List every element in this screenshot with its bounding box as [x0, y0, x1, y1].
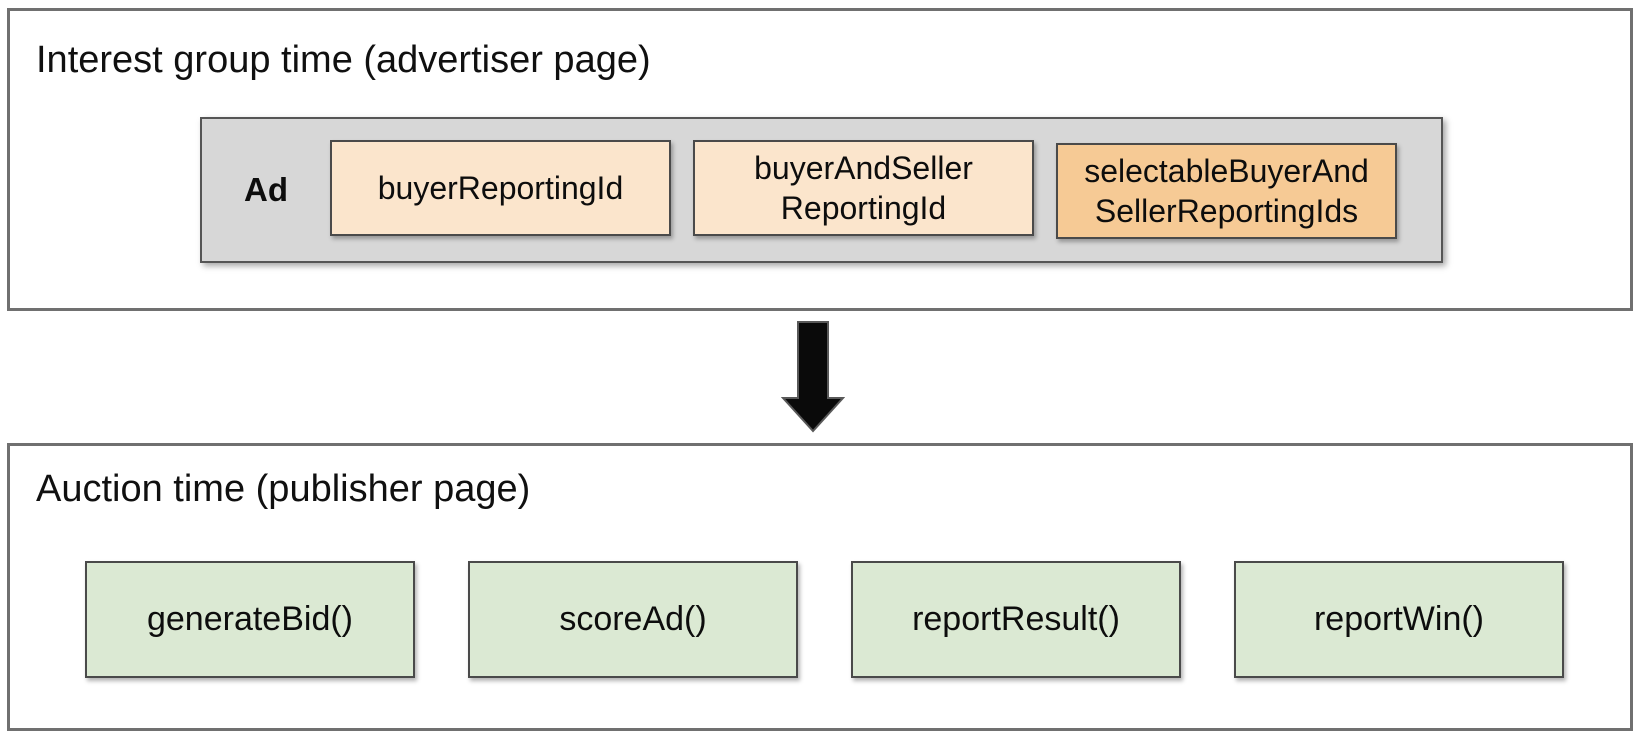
- function-box-label: scoreAd(): [559, 600, 707, 638]
- function-box-generate-bid: generateBid(): [85, 561, 415, 678]
- function-box-label: reportWin(): [1313, 600, 1485, 638]
- function-box-score-ad: scoreAd(): [468, 561, 798, 678]
- id-box-selectable-buyer-and-seller-reporting-ids: selectableBuyerAnd SellerReportingIds: [1056, 143, 1397, 239]
- auction-title: Auction time (publisher page): [36, 468, 531, 510]
- id-box-buyer-reporting-id: buyerReportingId: [330, 140, 671, 236]
- ad-label: Ad: [244, 171, 288, 208]
- down-arrow-icon: [781, 321, 845, 433]
- id-box-label-line: buyerReportingId: [377, 170, 624, 206]
- interest-group-section: Interest group time (advertiser page) Ad…: [7, 8, 1633, 311]
- auction-section: Auction time (publisher page) generateBi…: [7, 443, 1633, 731]
- function-box-report-result: reportResult(): [851, 561, 1181, 678]
- ad-container: Ad buyerReportingId buyerAndSeller Repor…: [200, 117, 1443, 263]
- id-box-label-line: SellerReportingIds: [1094, 193, 1359, 229]
- id-box-label-line: ReportingId: [780, 190, 947, 226]
- id-box-label-line: buyerAndSeller: [754, 150, 973, 186]
- function-box-label: generateBid(): [146, 600, 353, 638]
- function-box-label: reportResult(): [912, 600, 1120, 638]
- id-box-buyer-and-seller-reporting-id: buyerAndSeller ReportingId: [693, 140, 1034, 236]
- id-box-label-line: selectableBuyerAnd: [1084, 153, 1369, 189]
- interest-group-title: Interest group time (advertiser page): [36, 39, 651, 81]
- function-box-report-win: reportWin(): [1234, 561, 1564, 678]
